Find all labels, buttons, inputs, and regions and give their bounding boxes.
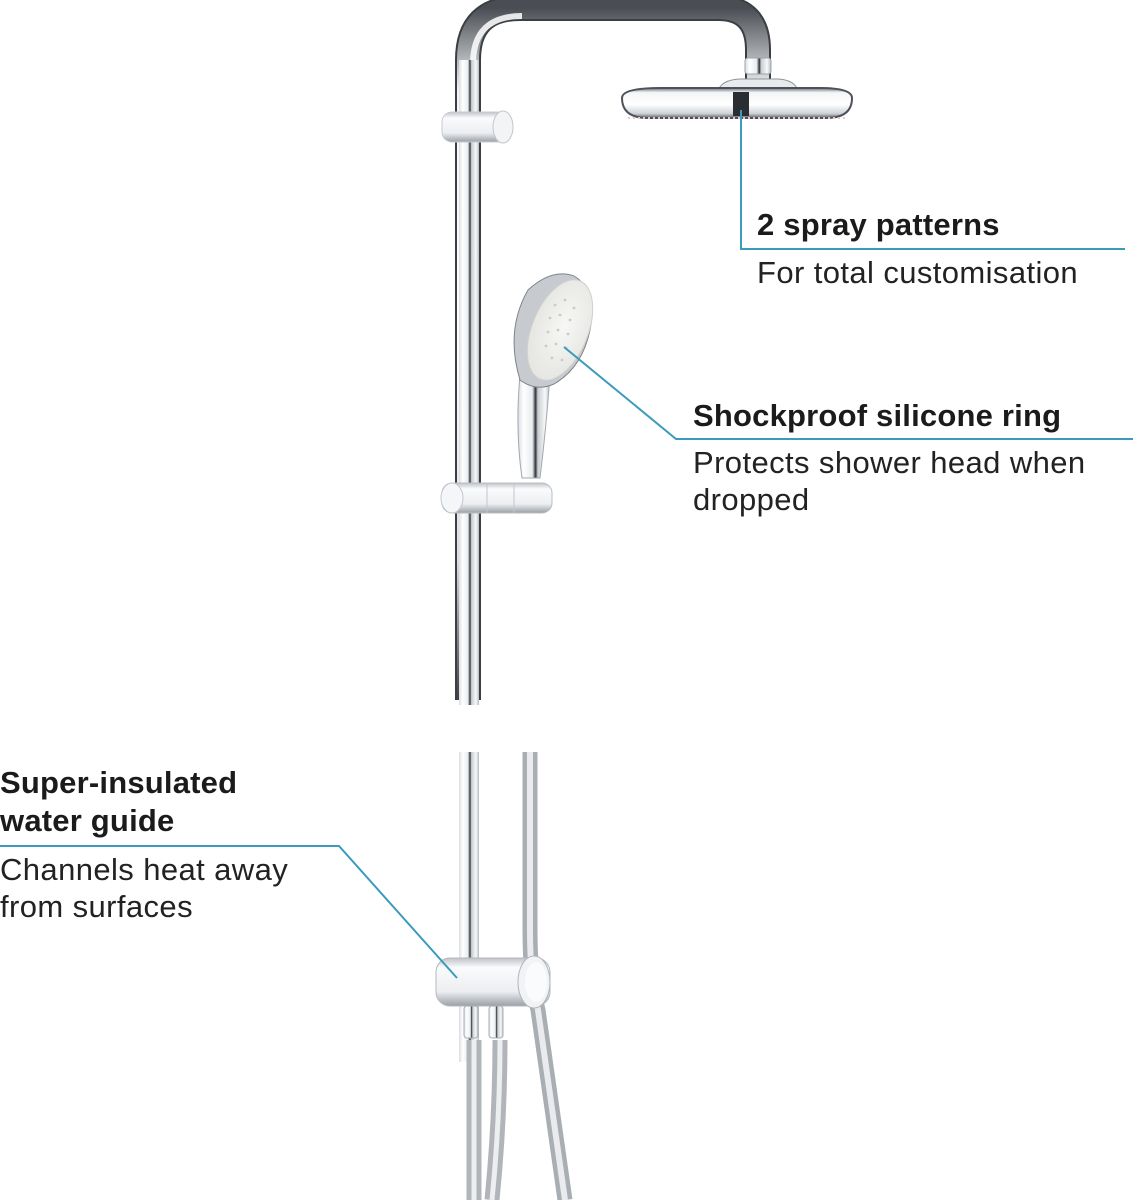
hand-shower <box>513 273 594 479</box>
callout-lines <box>0 110 1133 979</box>
diverter-connector <box>435 955 551 1039</box>
wall-bracket-top <box>441 110 514 144</box>
hose <box>466 525 573 1200</box>
callout-spray-patterns: 2 spray patterns For total customisation <box>757 206 1078 291</box>
callout-title: Shockproof silicone ring <box>693 398 1062 433</box>
sliding-holder <box>440 482 553 514</box>
callout-silicone-ring: Shockproof silicone ring Protects shower… <box>693 397 1133 518</box>
callout-title-line-2: water guide <box>0 803 175 838</box>
callout-title: 2 spray patterns <box>757 207 1000 242</box>
callout-description: For total customisation <box>757 255 1079 290</box>
callout-water-guide: Super-insulated water guide Channels hea… <box>0 764 340 925</box>
callout-line-water-guide <box>0 845 458 979</box>
callout-title-line-1: Super-insulated <box>0 765 238 800</box>
callout-description: Channels heat away from surfaces <box>0 852 289 924</box>
riser-rail <box>459 60 479 1062</box>
callout-line-spray-patterns <box>740 110 1125 250</box>
rain-shower-head <box>620 57 854 119</box>
callout-description: Protects shower head when dropped <box>693 445 1086 517</box>
callout-line-silicone-ring <box>563 346 1133 440</box>
